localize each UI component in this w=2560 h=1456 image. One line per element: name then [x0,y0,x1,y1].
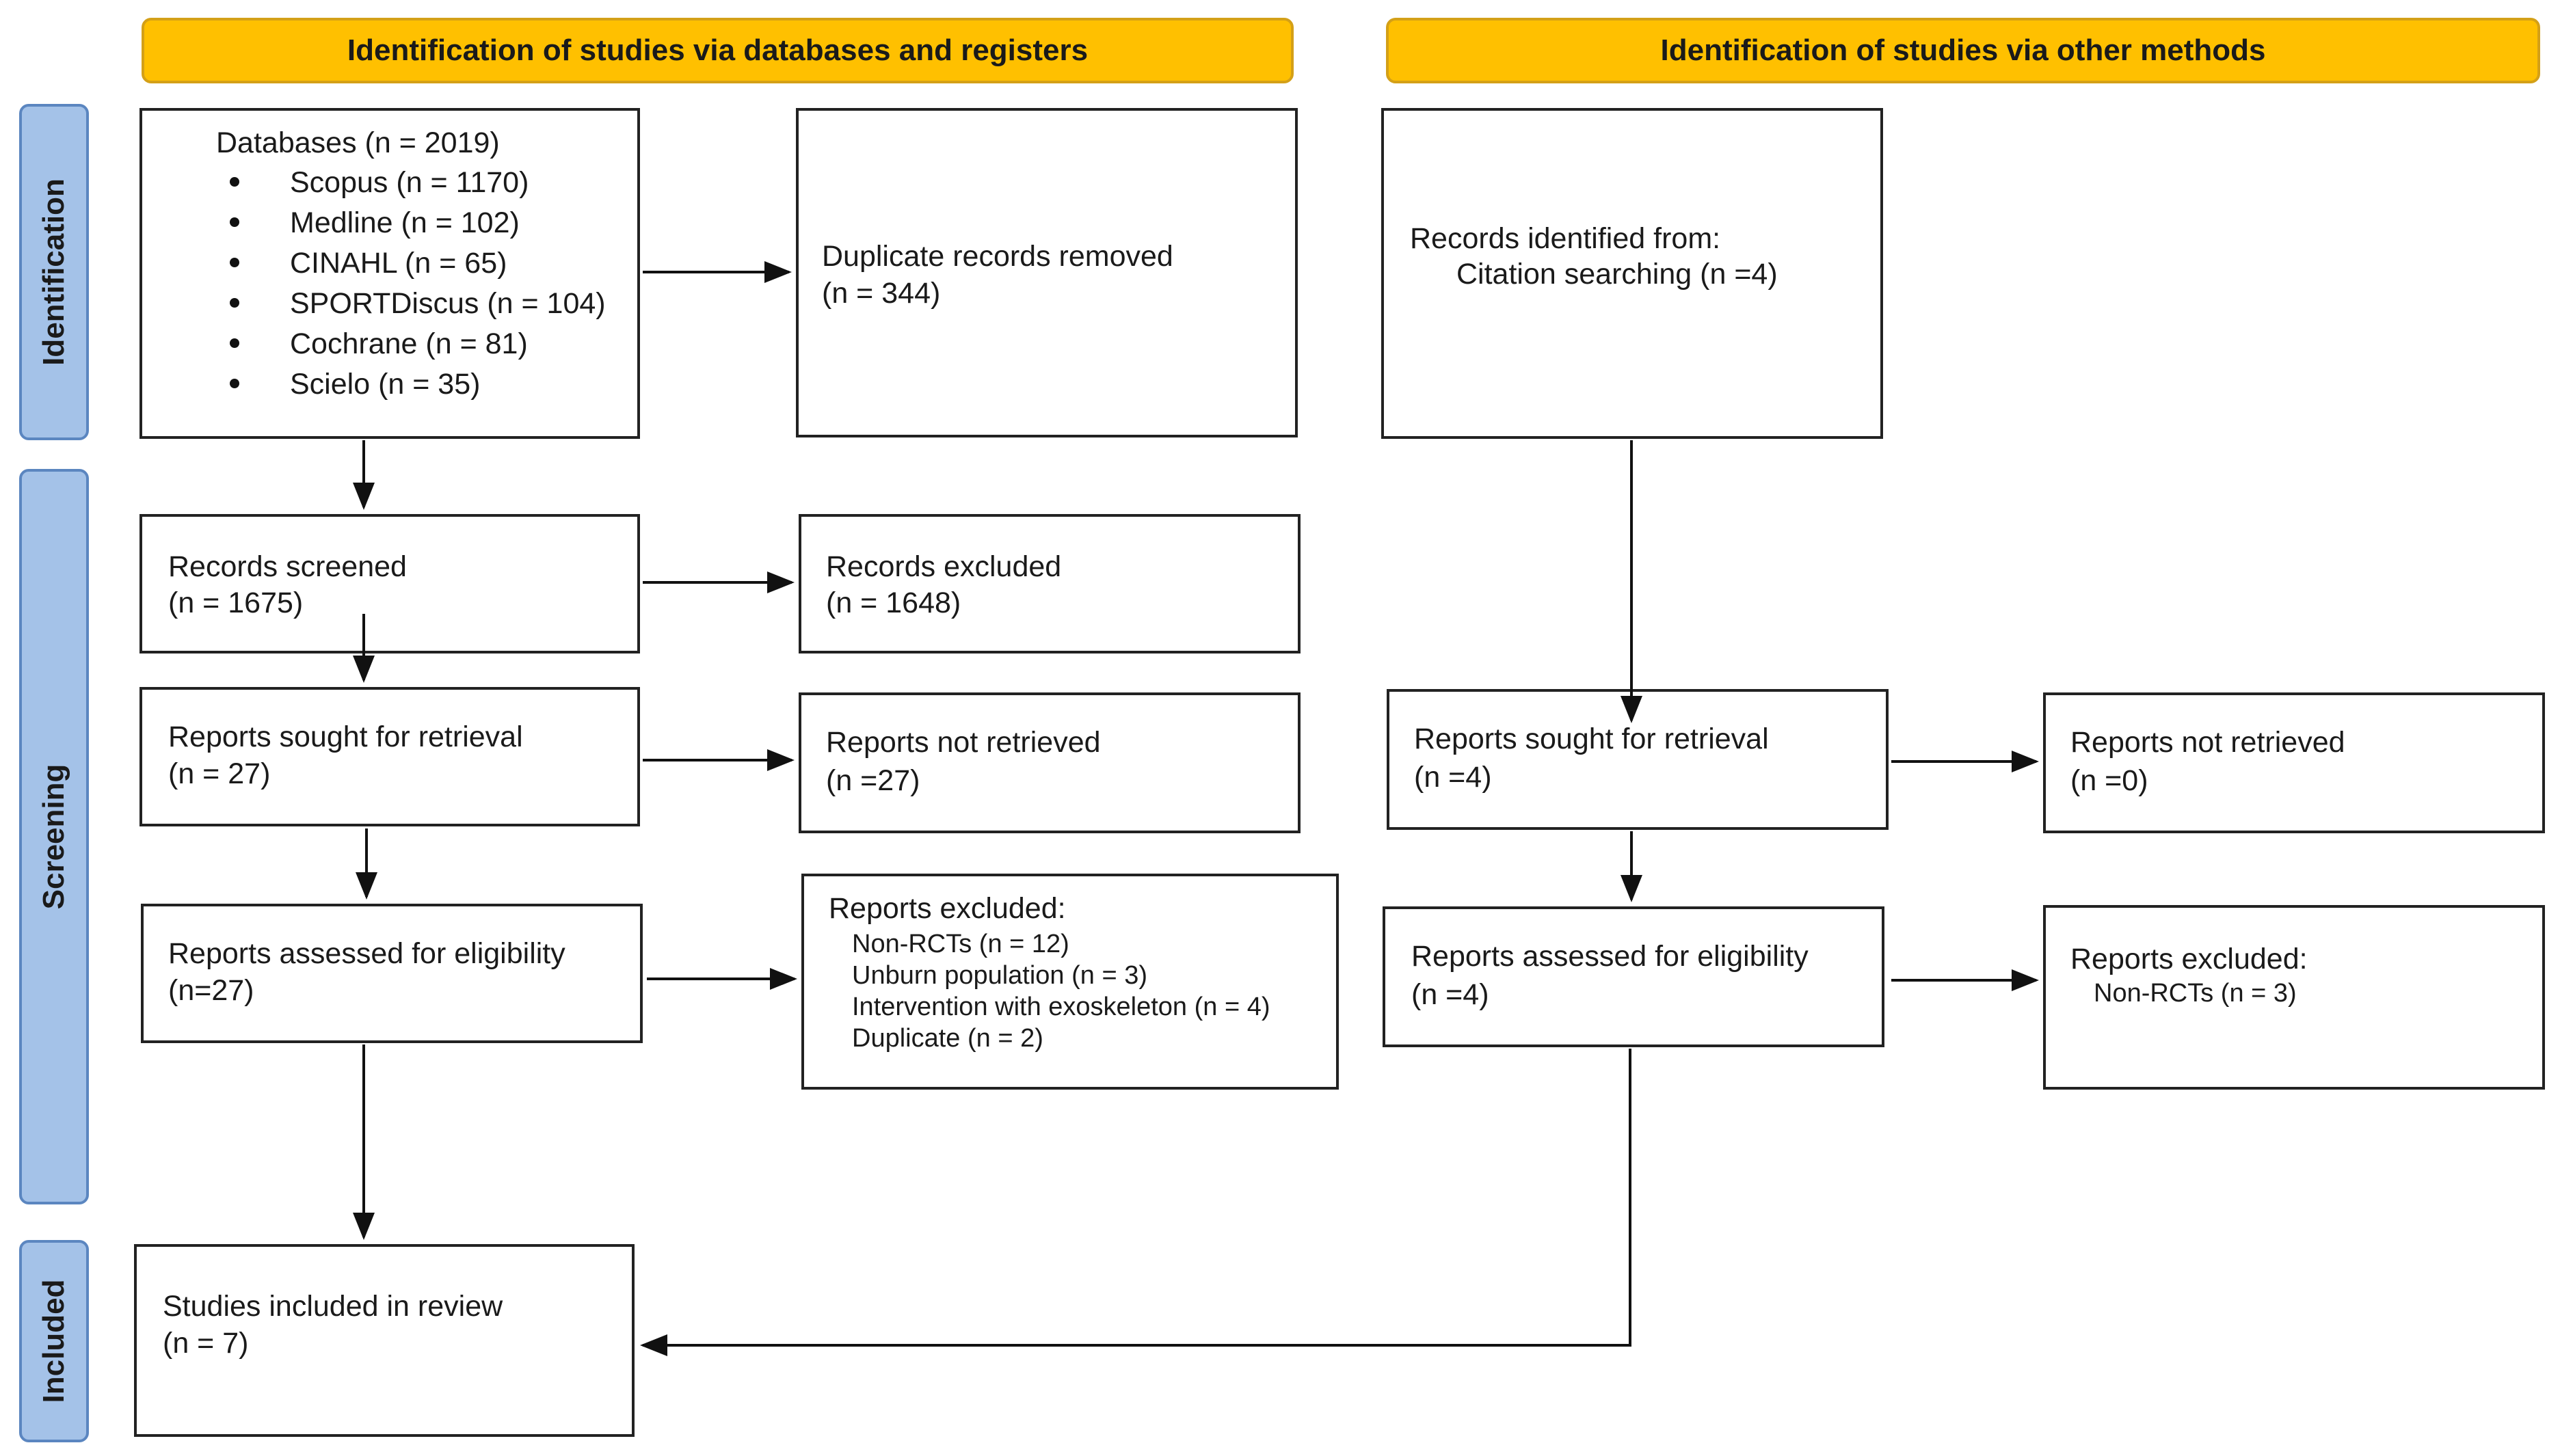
header-databases: Identification of studies via databases … [142,18,1294,83]
phase-identification: Identification [19,104,89,440]
other-reports-assessed-count: (n =4) [1411,978,1489,1011]
reports-assessed-label: Reports assessed for eligibility [168,937,565,970]
database-item-scopus: Scopus (n = 1170) [230,164,529,201]
other-reports-assessed-label: Reports assessed for eligibility [1411,940,1809,973]
other-reports-sought-label: Reports sought for retrieval [1414,723,1769,755]
bullet-icon [230,217,239,227]
records-screened-count: (n = 1675) [168,587,304,619]
reports-sought-label: Reports sought for retrieval [168,720,523,753]
records-excluded-count: (n = 1648) [826,587,961,619]
database-item-medline: Medline (n = 102) [230,204,520,241]
reports-excluded-title: Reports excluded: [829,892,1066,925]
bullet-icon [230,257,239,267]
other-reports-not-retrieved-label: Reports not retrieved [2070,726,2345,759]
bullet-icon [230,297,239,308]
other-reports-sought-count: (n =4) [1414,761,1492,794]
studies-included-box: Studies included in review (n = 7) [134,1244,635,1437]
reports-sought-box: Reports sought for retrieval (n = 27) [139,687,640,826]
reports-excluded-item: Unburn population (n = 3) [852,961,1148,990]
reports-excluded-item: Non-RCTs (n = 12) [852,930,1069,958]
other-reports-assessed-box: Reports assessed for eligibility (n =4) [1383,906,1884,1047]
reports-sought-count: (n = 27) [168,757,271,790]
reports-excluded-item: Intervention with exoskeleton (n = 4) [852,993,1270,1021]
arrow-other-assessed-to-included [640,1049,1631,1356]
records-excluded-label: Records excluded [826,550,1062,583]
reports-assessed-box: Reports assessed for eligibility (n=27) [141,904,643,1043]
records-identified-box: Records identified from: Citation search… [1381,108,1883,439]
database-item-scielo: Scielo (n = 35) [230,366,480,403]
duplicates-count: (n = 344) [822,277,941,310]
reports-excluded-item: Duplicate (n = 2) [852,1024,1043,1053]
records-excluded-box: Records excluded (n = 1648) [799,514,1301,653]
other-reports-not-retrieved-count: (n =0) [2070,764,2148,797]
other-reports-excluded-item: Non-RCTs (n = 3) [2094,979,2297,1008]
studies-included-count: (n = 7) [163,1327,249,1360]
records-identified-label: Records identified from: [1410,222,1721,255]
other-reports-not-retrieved-box: Reports not retrieved (n =0) [2043,692,2545,833]
other-reports-excluded-box: Reports excluded: Non-RCTs (n = 3) [2043,905,2545,1090]
databases-title: Databases (n = 2019) [216,126,500,159]
citation-searching-count: Citation searching (n =4) [1456,258,1778,291]
studies-included-label: Studies included in review [163,1290,503,1323]
reports-excluded-box: Reports excluded: Non-RCTs (n = 12) Unbu… [801,874,1339,1090]
reports-not-retrieved-count: (n =27) [826,764,920,797]
bullet-icon [230,176,239,187]
duplicates-label: Duplicate records removed [822,240,1173,273]
phase-screening: Screening [19,469,89,1204]
reports-assessed-count: (n=27) [168,974,254,1007]
phase-included: Included [19,1240,89,1442]
database-item-cochrane: Cochrane (n = 81) [230,325,528,362]
duplicates-box: Duplicate records removed (n = 344) [796,108,1298,437]
database-item-sportdiscus: SPORTDiscus (n = 104) [230,285,606,322]
other-reports-excluded-title: Reports excluded: [2070,943,2308,975]
reports-not-retrieved-label: Reports not retrieved [826,726,1101,759]
other-reports-sought-box: Reports sought for retrieval (n =4) [1387,689,1889,830]
records-screened-box: Records screened (n = 1675) [139,514,640,653]
records-screened-label: Records screened [168,550,407,583]
bullet-icon [230,338,239,348]
databases-box: Databases (n = 2019) Scopus (n = 1170) M… [139,108,640,439]
reports-not-retrieved-box: Reports not retrieved (n =27) [799,692,1301,833]
bullet-icon [230,378,239,388]
header-other-methods: Identification of studies via other meth… [1386,18,2540,83]
database-item-cinahl: CINAHL (n = 65) [230,245,507,282]
